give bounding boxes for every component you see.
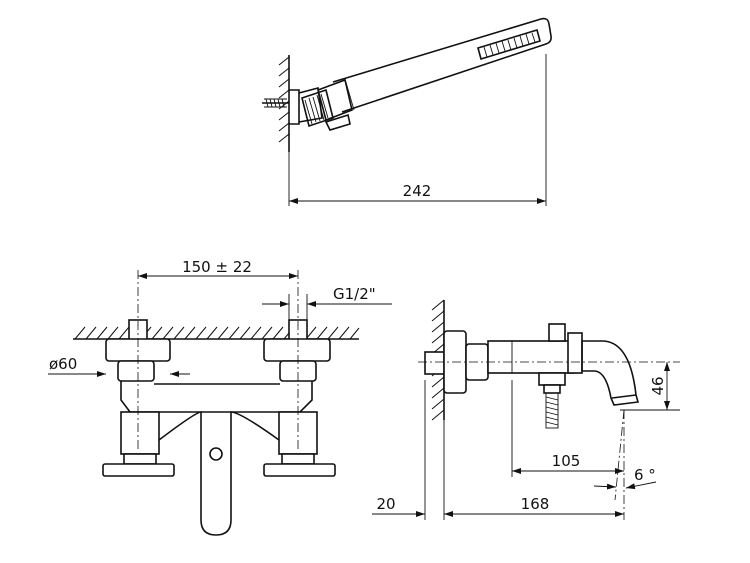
- spout-outlet: [611, 394, 637, 399]
- handle-joint: [344, 78, 355, 111]
- dim-label-offset: 20: [376, 495, 395, 513]
- thread-label: G1/2": [333, 285, 376, 303]
- diverter-knob: [548, 323, 566, 342]
- handle-side: [567, 332, 583, 374]
- diverter-hole: [209, 447, 223, 461]
- mixer-body-top: [120, 381, 313, 413]
- wall-hatching: [278, 56, 290, 143]
- right-handle: [263, 463, 336, 477]
- holder-clip: [324, 113, 351, 131]
- dim-label-reach: 105: [552, 452, 581, 470]
- dim-label-angle: 6 °: [634, 466, 656, 484]
- mixer-front-view: 150 ± 22 G1/2" ø60: [48, 258, 392, 536]
- dim-label-spacing: 150 ± 22: [182, 258, 252, 276]
- hose-outlet-nut: [538, 372, 566, 386]
- spout-body: [158, 411, 280, 536]
- inlet-pipe: [424, 351, 445, 375]
- outlet-angled: [614, 409, 625, 501]
- front-wall-hatching: [74, 326, 360, 340]
- dim-label-length: 242: [403, 182, 432, 200]
- spray-face: [477, 28, 541, 61]
- wall-bracket: [289, 89, 300, 125]
- mixer-side-view: 46 105 6 ° 20 168: [372, 299, 680, 520]
- hose-outlet-collar: [543, 384, 561, 394]
- left-handle: [102, 463, 175, 477]
- side-body: [487, 340, 575, 374]
- right-handle-stem: [281, 453, 315, 465]
- holder-cradle: [317, 78, 353, 122]
- dim-label-height: 46: [649, 376, 667, 395]
- handle-body: [332, 17, 552, 113]
- hand-shower-view: 242: [262, 17, 552, 206]
- flange-label: ø60: [49, 355, 77, 373]
- angle-arrow-right: [625, 481, 657, 490]
- dim-label-projection: 168: [521, 495, 550, 513]
- left-handle-base: [120, 411, 160, 455]
- side-spout: [581, 340, 640, 406]
- left-handle-stem: [123, 453, 157, 465]
- right-flange: [263, 338, 331, 362]
- wall-screw: [262, 98, 289, 108]
- angle-arrow-left: [593, 483, 617, 490]
- left-union-nut: [117, 360, 155, 382]
- hose-outlet-thread: [545, 392, 559, 429]
